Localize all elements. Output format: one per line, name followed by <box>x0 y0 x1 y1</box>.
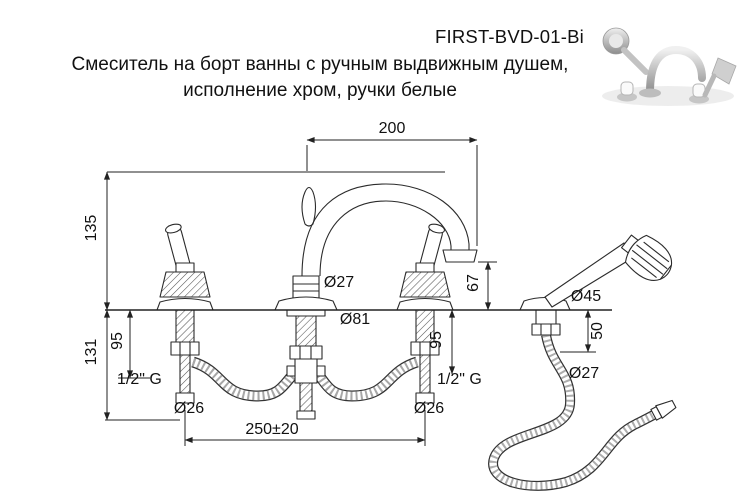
right-valve <box>396 223 454 404</box>
product-model: FIRST-BVD-01-Bi <box>435 26 584 47</box>
center-body <box>286 309 326 420</box>
right-handle-base <box>396 297 454 311</box>
center-stud <box>299 382 313 412</box>
diverter-knob <box>301 186 317 227</box>
center-end-cap <box>296 410 316 420</box>
description-line-2: исполнение хром, ручки белые <box>183 80 457 101</box>
product-photo <box>602 27 737 106</box>
spout-inner-curve <box>319 200 452 277</box>
hand-shower-head <box>621 234 672 281</box>
right-stud <box>419 354 431 394</box>
spout-outlet <box>442 249 478 263</box>
left-supply-hose <box>191 356 300 402</box>
photo-hand-shower-head <box>602 27 649 75</box>
dim-right-nut-diameter: Ø26 <box>414 400 444 417</box>
left-mounting-nut <box>170 341 200 356</box>
right-supply-hose <box>311 356 419 402</box>
dim-spout-diameter: Ø27 <box>324 274 354 291</box>
spout-base-flange <box>274 296 338 311</box>
product-description: Смеситель на борт ванны с ручным выдвижн… <box>30 52 610 104</box>
spout <box>274 183 478 311</box>
dim-outlet-height: 67 <box>465 274 482 292</box>
center-nut <box>289 345 323 360</box>
shower-holder <box>519 296 571 336</box>
left-handle-body <box>159 271 211 298</box>
holder-shank <box>535 309 557 325</box>
dimension-lines <box>103 136 612 446</box>
left-valve <box>156 223 214 404</box>
tee-fitting <box>294 358 318 384</box>
dim-total-depth: 131 <box>83 339 100 366</box>
dim-top-width: 200 <box>379 120 406 137</box>
dim-right-thread: 1/2" G <box>437 371 482 388</box>
dim-left-depth: 95 <box>109 332 126 350</box>
photo-faucet <box>617 45 737 104</box>
left-stud <box>179 354 191 394</box>
dim-left-thread: 1/2" G <box>117 371 162 388</box>
shower-hose <box>488 333 677 491</box>
hand-shower <box>544 234 672 308</box>
dim-left-nut-diameter: Ø26 <box>174 400 204 417</box>
right-handle-collar <box>415 262 435 273</box>
left-handle-base <box>156 297 214 311</box>
dim-right-depth: 95 <box>428 331 445 349</box>
description-line-1: Смеситель на борт ванны с ручным выдвижн… <box>71 54 569 75</box>
dim-hose-diameter: Ø27 <box>569 365 599 382</box>
holder-nut <box>531 323 561 336</box>
left-tailpiece <box>175 309 195 343</box>
right-bottom-nut <box>415 392 435 404</box>
right-handle-body <box>399 271 451 298</box>
dim-flange-diameter: Ø81 <box>340 311 370 328</box>
left-handle-collar <box>175 262 195 273</box>
dim-spout-height: 135 <box>83 215 100 242</box>
dim-hose-span: 250±20 <box>245 421 298 438</box>
dim-shower-base-diameter: Ø45 <box>571 288 601 305</box>
spout-outer-curve <box>301 183 470 277</box>
center-tailpiece <box>295 315 317 347</box>
dim-holder-depth: 50 <box>589 322 606 340</box>
left-bottom-nut <box>175 392 195 404</box>
hose-end-fitting <box>650 399 677 421</box>
